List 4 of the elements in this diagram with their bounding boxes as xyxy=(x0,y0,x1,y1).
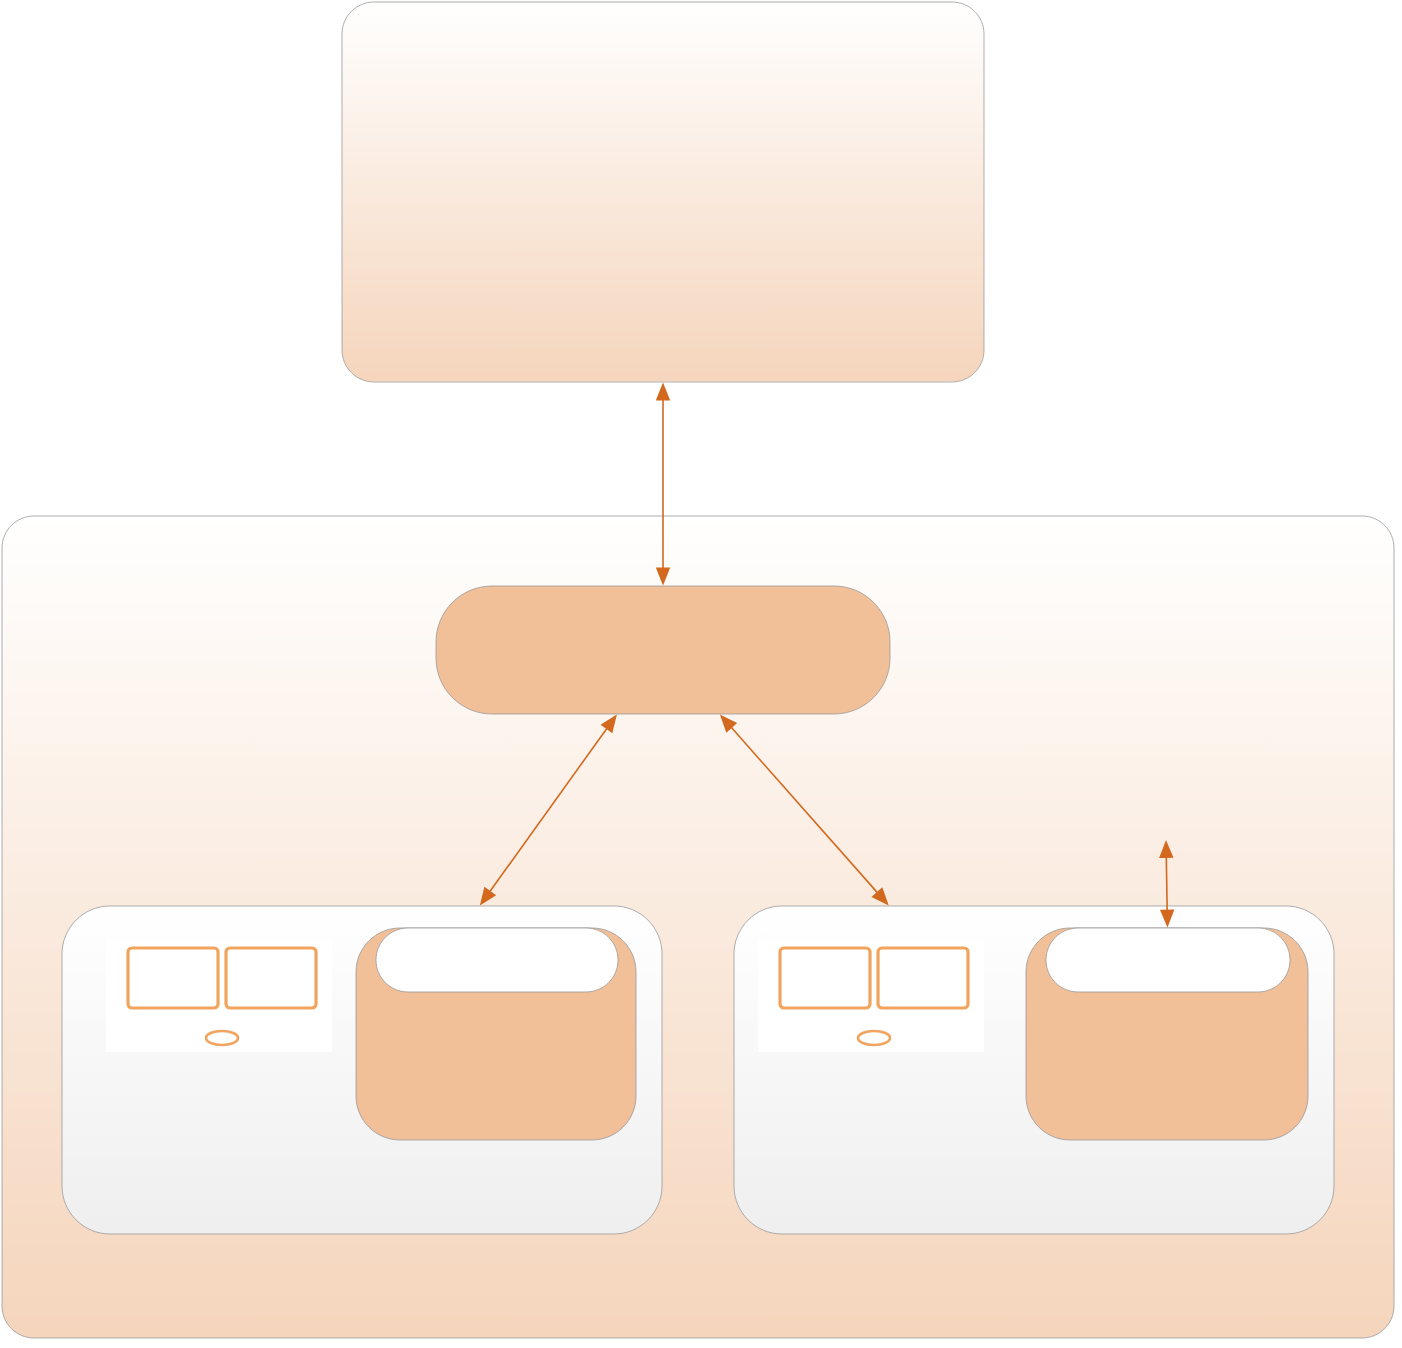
server-box xyxy=(341,1,985,383)
header-pill xyxy=(1045,927,1291,993)
header-pill xyxy=(375,927,619,993)
hub-pill xyxy=(435,585,891,715)
